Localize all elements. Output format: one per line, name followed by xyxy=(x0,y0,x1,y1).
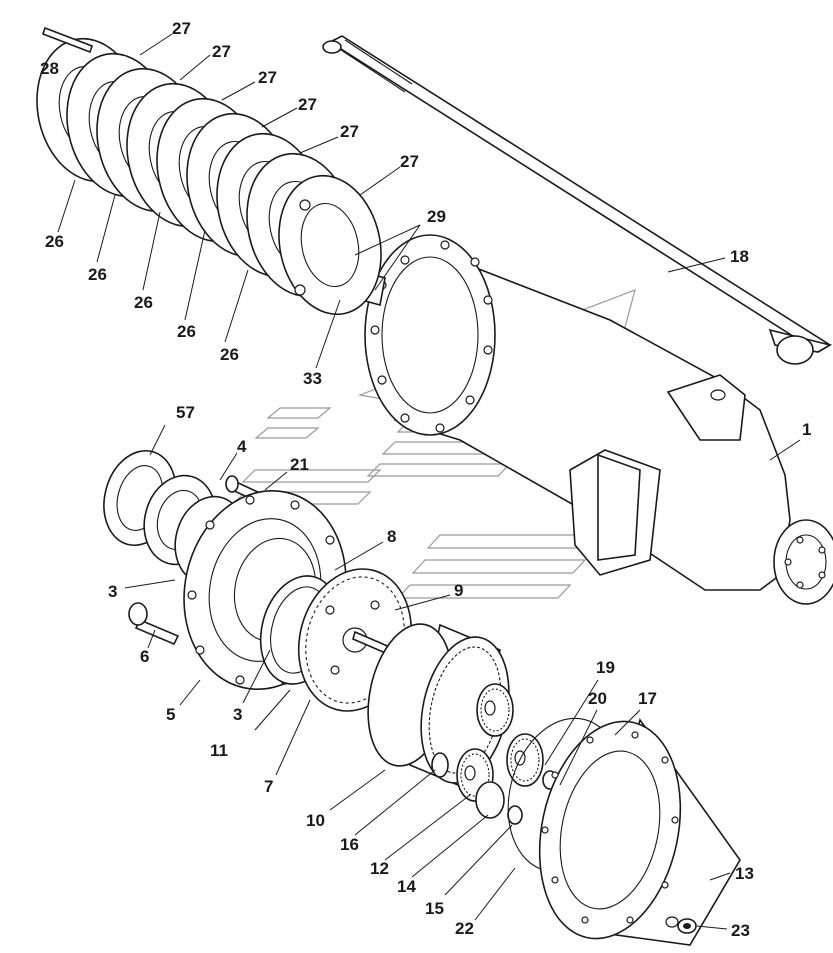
callout-4: 4 xyxy=(237,437,247,456)
callout-13: 13 xyxy=(735,864,754,883)
bolt-6 xyxy=(128,602,180,646)
axle-housing-1 xyxy=(364,234,833,605)
callout-11: 11 xyxy=(210,741,228,760)
callout-17: 17 xyxy=(638,689,657,708)
axle-shaft-18 xyxy=(322,35,833,365)
callout-3: 3 xyxy=(233,705,242,724)
callout-5: 5 xyxy=(166,705,175,724)
callout-33: 33 xyxy=(303,369,322,388)
plug-23 xyxy=(677,918,697,934)
callout-8: 8 xyxy=(387,527,396,546)
callout-57: 57 xyxy=(176,403,195,422)
clutch-disc-stack xyxy=(36,26,382,316)
hub-cover-13 xyxy=(538,718,741,946)
callout-14: 14 xyxy=(397,877,416,896)
callout-22: 22 xyxy=(455,919,474,938)
callout-27: 27 xyxy=(212,42,231,61)
callout-18: 18 xyxy=(730,247,749,266)
callout-9: 9 xyxy=(454,581,463,600)
callout-26: 26 xyxy=(177,322,196,341)
callout-10: 10 xyxy=(306,811,325,830)
callout-15: 15 xyxy=(425,899,444,918)
callout-12: 12 xyxy=(370,859,389,878)
callout-21: 21 xyxy=(290,455,309,474)
callout-26: 26 xyxy=(134,293,153,312)
callout-labels: 27 27 27 27 27 27 28 26 26 26 26 26 29 3… xyxy=(40,19,811,940)
callout-27: 27 xyxy=(340,122,359,141)
callout-27: 27 xyxy=(400,152,419,171)
callout-27: 27 xyxy=(172,19,191,38)
planet-gear-14 xyxy=(475,781,505,819)
callout-3: 3 xyxy=(108,582,117,601)
bushing-16 xyxy=(431,752,449,778)
callout-19: 19 xyxy=(596,658,615,677)
callout-1: 1 xyxy=(802,420,811,439)
callout-23: 23 xyxy=(731,921,750,940)
callout-26: 26 xyxy=(220,345,239,364)
callout-29: 29 xyxy=(427,207,446,226)
callout-27: 27 xyxy=(258,68,277,87)
callout-16: 16 xyxy=(340,835,359,854)
pin-28 xyxy=(41,26,94,54)
washer-15 xyxy=(507,805,523,825)
callout-6: 6 xyxy=(140,647,149,666)
planet-gear-upper xyxy=(476,683,514,737)
callout-27: 27 xyxy=(298,95,317,114)
callout-28: 28 xyxy=(40,59,59,78)
callout-7: 7 xyxy=(264,777,273,796)
leader-lines xyxy=(57,33,801,930)
callout-26: 26 xyxy=(88,265,107,284)
callout-20: 20 xyxy=(588,689,607,708)
friction-disc-26 xyxy=(278,174,382,316)
callout-26: 26 xyxy=(45,232,64,251)
planet-gears xyxy=(431,683,568,825)
